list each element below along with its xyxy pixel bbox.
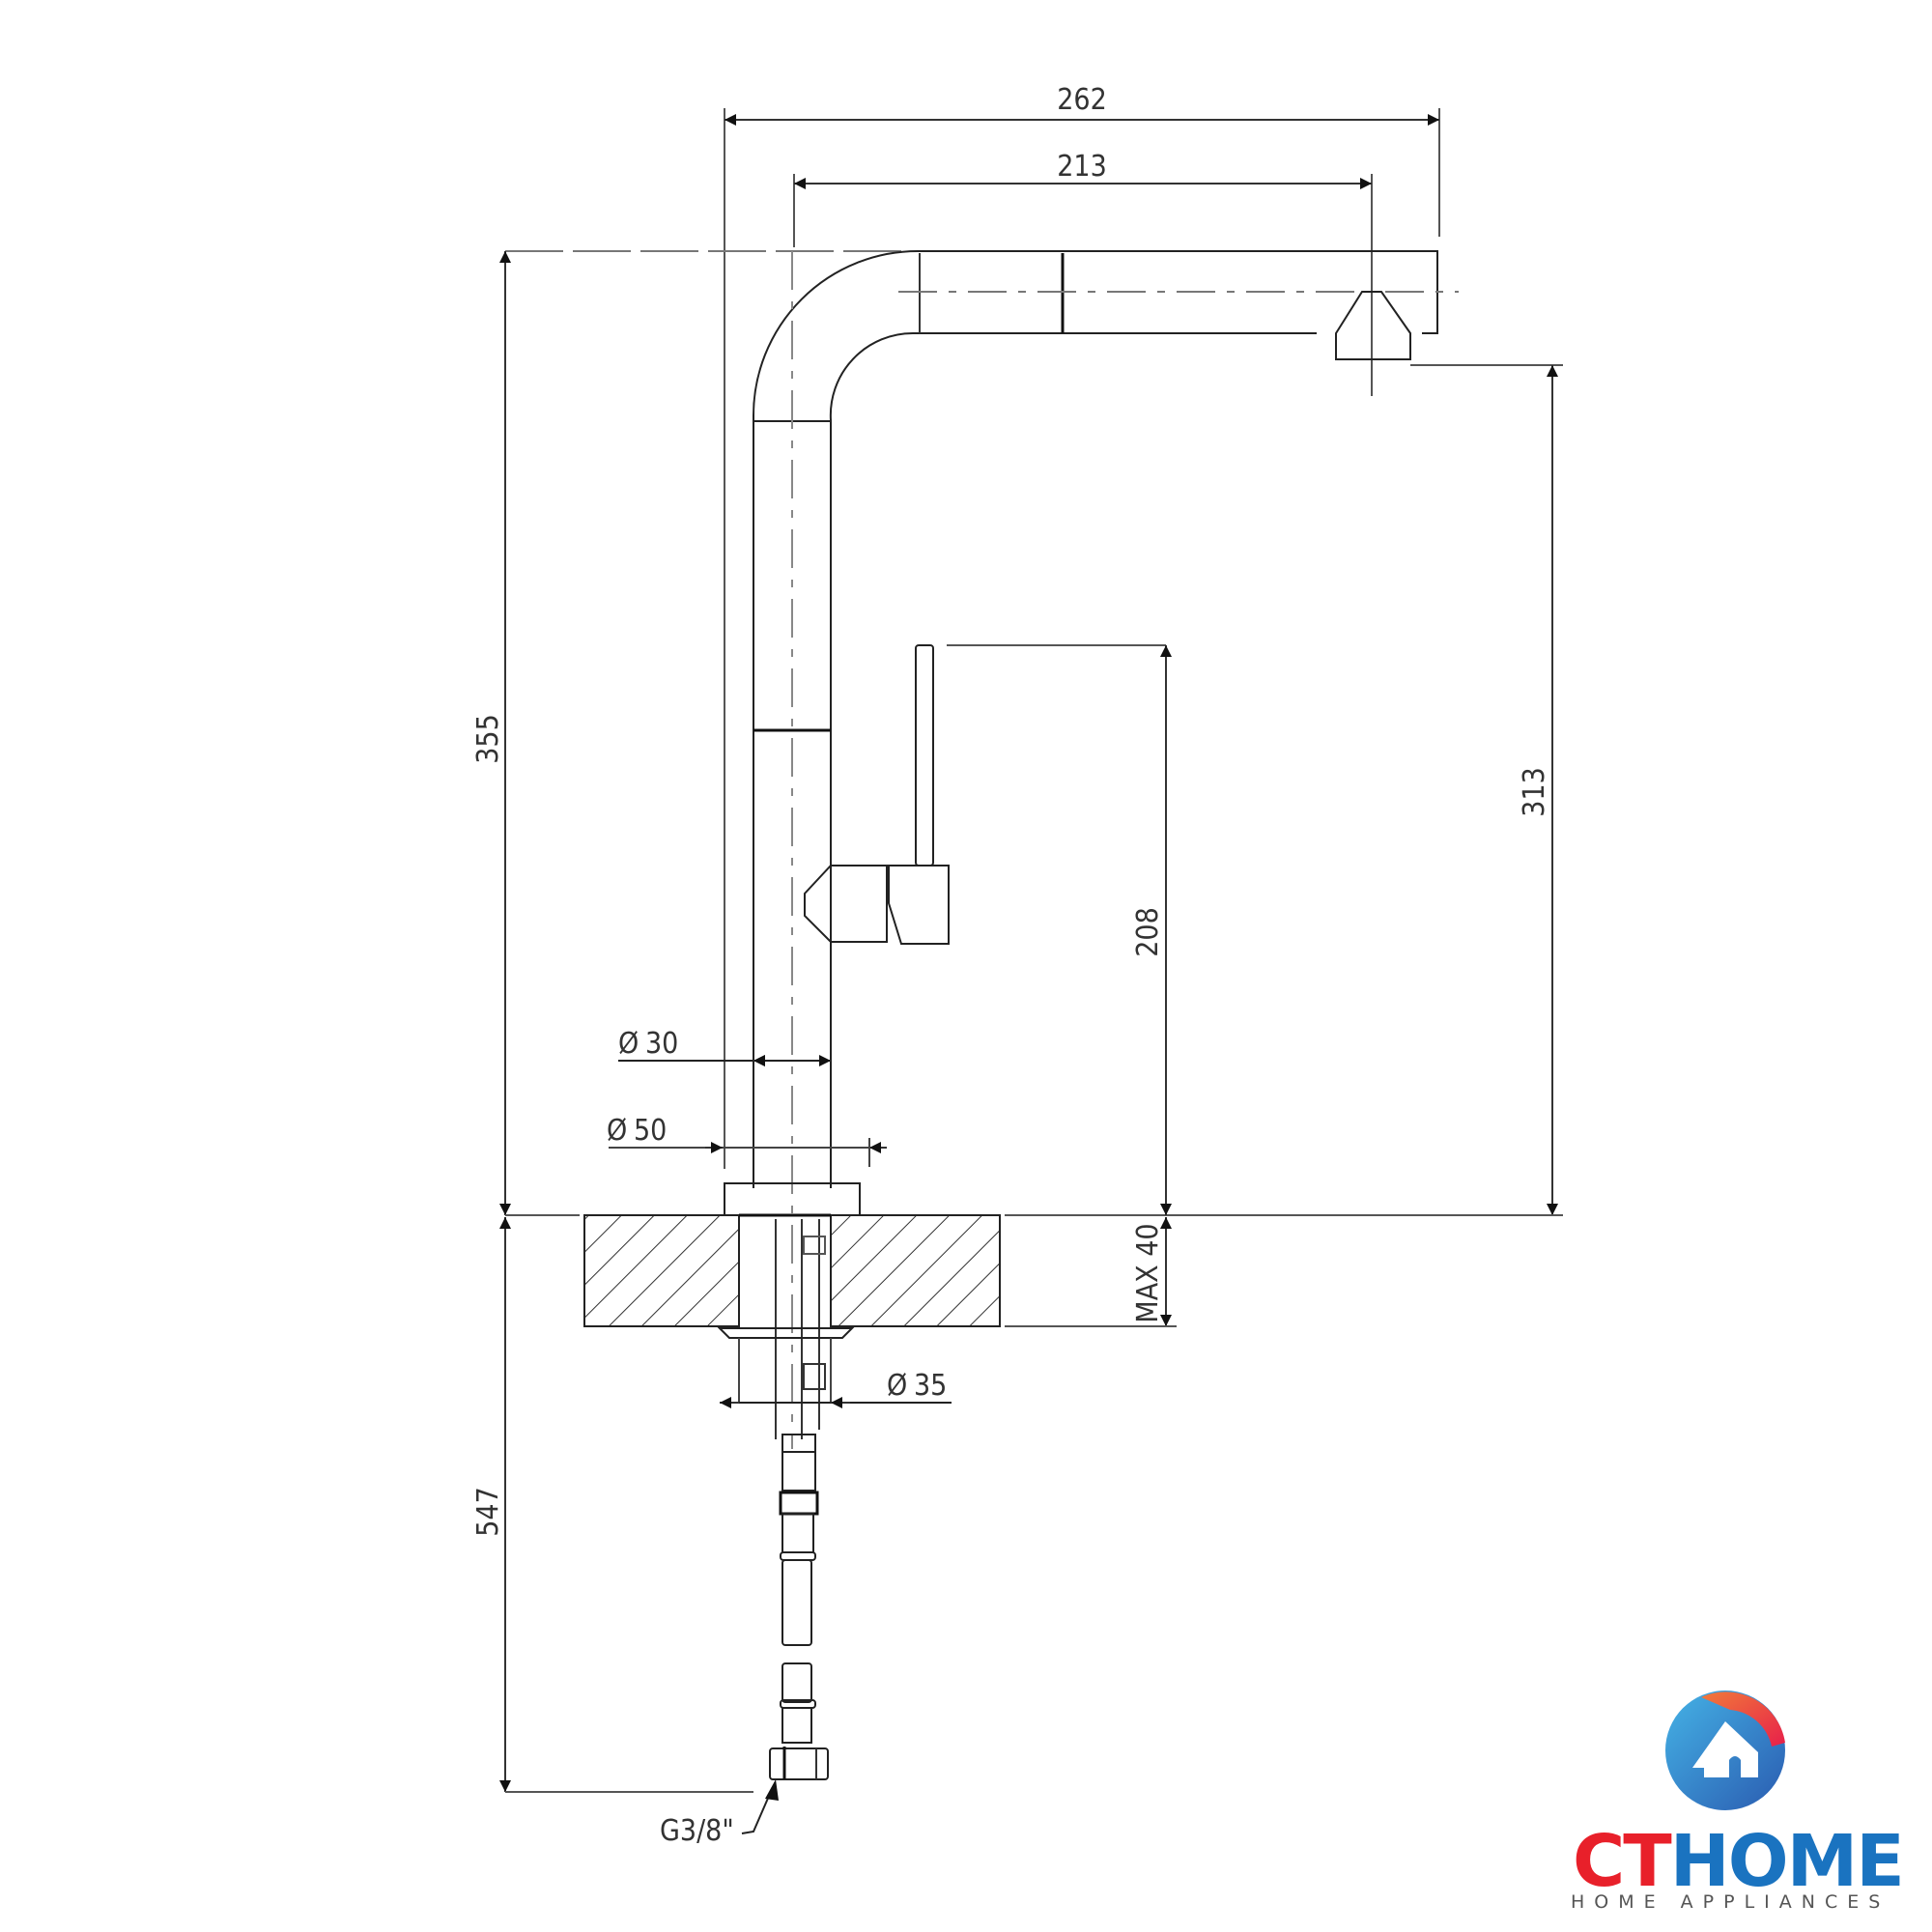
- dimension-355-text: 355: [471, 714, 505, 764]
- dimension-262-text: 262: [1057, 83, 1107, 117]
- dimension-d30-text: 30: [645, 1027, 678, 1061]
- thread-size-text: G3/8": [660, 1814, 734, 1848]
- hose-upper-segment: [781, 1451, 816, 1492]
- brand-tagline: HOME APPLIANCES: [1571, 1891, 1890, 1913]
- g38-connector-nut: [769, 1747, 829, 1780]
- dimension-d30-symbol: Ø: [618, 1027, 639, 1061]
- hose-end-segment: [781, 1662, 812, 1703]
- brand-wordmark: CTHOME: [1573, 1826, 1905, 1897]
- dimension-d50-symbol: Ø: [607, 1114, 627, 1148]
- spout-inner-contour: [829, 331, 1317, 1188]
- house-globe-icon: [1665, 1690, 1785, 1810]
- dimension-d35-symbol: Ø: [887, 1369, 907, 1403]
- dimension-208-text: 208: [1131, 907, 1165, 957]
- thread-leader: [741, 1786, 774, 1834]
- mixer-body: [804, 865, 888, 943]
- countertop-section-right: [830, 1214, 1001, 1327]
- cthome-logo: CTHOME HOME APPLIANCES: [1565, 1681, 1913, 1913]
- lever-handle: [915, 644, 934, 867]
- mounting-nut: [717, 1327, 855, 1339]
- brand-ct: CT: [1573, 1820, 1672, 1903]
- mixer-cartridge: [888, 865, 950, 945]
- dimension-d50-text: 50: [634, 1114, 667, 1148]
- hose-lower-segment: [781, 1559, 812, 1646]
- dimension-213-text: 213: [1057, 150, 1107, 184]
- dimension-547-text: 547: [471, 1487, 505, 1537]
- hose-fitting-top: [781, 1434, 816, 1453]
- countertop-section-left: [583, 1214, 740, 1327]
- dimension-313-text: 313: [1518, 767, 1551, 817]
- spray-head: [1335, 291, 1411, 360]
- dimension-d35-text: 35: [914, 1369, 947, 1403]
- brand-home: HOME: [1669, 1820, 1905, 1903]
- dimension-max40-text: MAX 40: [1131, 1223, 1165, 1322]
- spout-outer-contour: [753, 250, 1438, 1188]
- hose-crimp-1: [779, 1491, 819, 1516]
